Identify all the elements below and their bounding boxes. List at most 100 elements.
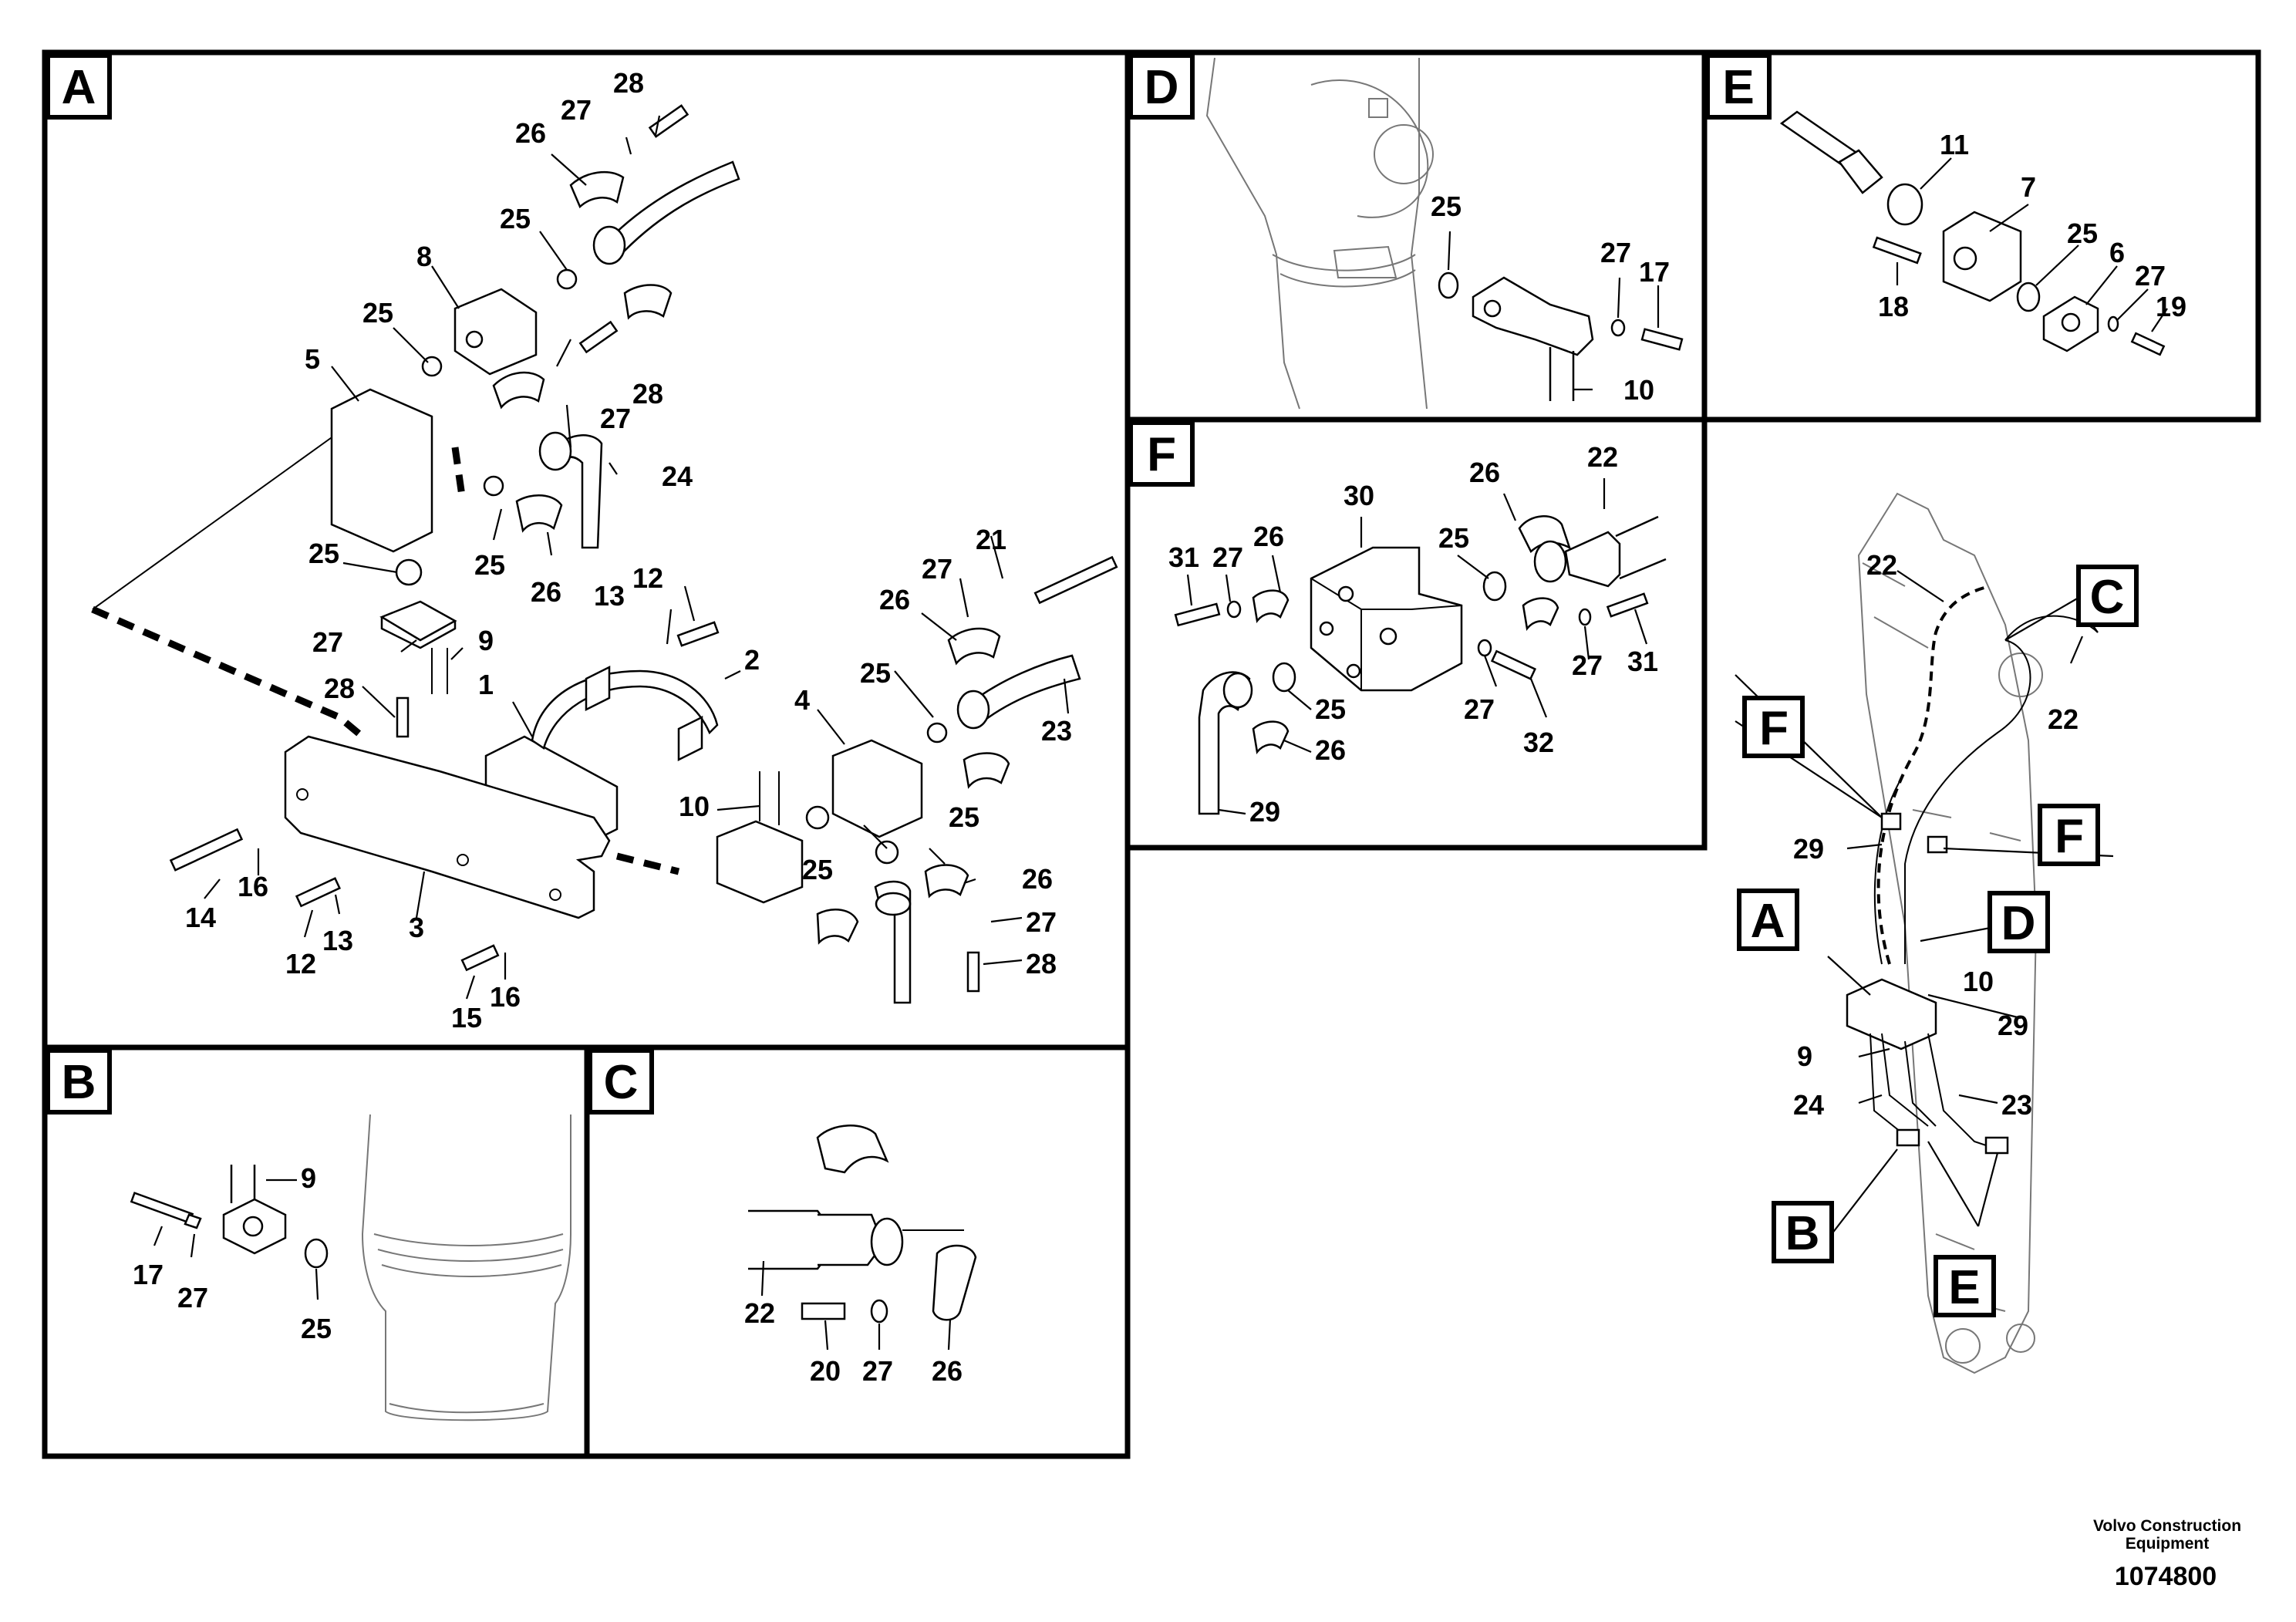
callout-16: 16 xyxy=(238,871,268,902)
svg-text:D: D xyxy=(2001,897,2036,950)
callout-13: 13 xyxy=(322,925,353,956)
split-flange-half xyxy=(932,1244,977,1321)
svg-text:F: F xyxy=(2055,810,2084,863)
overview-tag-e: E xyxy=(1934,1255,1996,1317)
callout-25: 25 xyxy=(1431,191,1462,222)
svg-text:E: E xyxy=(1722,61,1754,114)
washer-27 xyxy=(2107,315,2119,332)
callout-25: 25 xyxy=(362,297,393,329)
callout-12: 12 xyxy=(632,562,663,594)
panel-f-frame xyxy=(1124,416,1708,851)
grease-nipple xyxy=(1368,98,1388,118)
callout-26: 26 xyxy=(1469,457,1500,488)
hose-route xyxy=(1870,1033,1998,1150)
callout-27: 27 xyxy=(1464,693,1495,725)
leader-lines xyxy=(153,1179,319,1300)
port-hole xyxy=(2061,312,2081,332)
bolt-12 xyxy=(676,621,720,647)
o-ring-25 xyxy=(304,1238,329,1269)
split-flange-half xyxy=(569,171,625,209)
hose-end-fitting xyxy=(818,1213,881,1266)
callout-24: 24 xyxy=(1793,1089,1824,1121)
o-ring-25 xyxy=(556,268,578,290)
block-4 xyxy=(831,739,923,838)
callout-22: 22 xyxy=(1587,441,1618,473)
svg-text:F: F xyxy=(1759,702,1789,755)
o-ring-25 xyxy=(483,475,504,497)
bolt-hole xyxy=(549,889,561,901)
callout-27: 27 xyxy=(2135,260,2166,292)
split-flange-half xyxy=(623,284,673,320)
block-8 xyxy=(453,288,538,376)
callout-15: 15 xyxy=(451,1002,482,1034)
overview-drawing: C F F A D B E 22 22 29 10 29 xyxy=(1735,492,2139,1374)
svg-text:A: A xyxy=(62,61,96,114)
boom-pin xyxy=(1945,1328,1981,1364)
o-ring-25 xyxy=(926,722,948,744)
split-flange-half xyxy=(816,909,859,945)
split-flange-half xyxy=(924,864,969,899)
overview-tag-b: B xyxy=(1772,1201,1834,1263)
hose-22 xyxy=(748,1209,831,1270)
panel-a-drawing xyxy=(91,104,1118,1004)
callout-13: 13 xyxy=(594,580,625,612)
panel-tag-e: E xyxy=(1705,53,1772,120)
hose-22 xyxy=(1615,515,1667,580)
port-hole xyxy=(1337,585,1354,602)
panel-tags: A B C D E F xyxy=(46,53,1772,1114)
bolt-31 xyxy=(1174,602,1221,627)
flange-fitting xyxy=(870,1217,904,1266)
callout-28: 28 xyxy=(613,67,644,99)
split-flange-half xyxy=(1252,720,1290,754)
port-hole xyxy=(1953,246,1977,271)
overview-tag-d: D xyxy=(1988,891,2050,953)
block-7 xyxy=(1942,211,2022,302)
washer-27 xyxy=(1226,600,1242,619)
panel-e-frame xyxy=(1701,49,2261,423)
block-30 xyxy=(1310,546,1463,692)
svg-text:F: F xyxy=(1147,428,1176,481)
washer-27 xyxy=(184,1213,202,1229)
panel-tag-a: A xyxy=(46,53,112,120)
bolt-15 xyxy=(460,944,500,972)
callout-29: 29 xyxy=(1998,1010,2028,1041)
bracket-overview xyxy=(1846,978,1937,1050)
panel-tag-f: F xyxy=(1128,420,1195,487)
svg-text:B: B xyxy=(62,1056,96,1109)
clamp-ear xyxy=(677,715,703,762)
fitting xyxy=(1927,835,1948,854)
callout-25: 25 xyxy=(301,1313,332,1344)
o-ring-25 xyxy=(875,840,899,865)
port-hole xyxy=(242,1216,264,1237)
split-flange-half xyxy=(816,1125,889,1174)
fitting xyxy=(1896,1128,1920,1147)
leader-lines xyxy=(1735,570,2114,1235)
callout-31: 31 xyxy=(1627,646,1658,677)
adapter-11 xyxy=(1886,183,1923,226)
callout-10: 10 xyxy=(679,791,710,822)
callout-24: 24 xyxy=(662,460,693,492)
port-hole xyxy=(1346,663,1361,679)
hose-10 xyxy=(1549,347,1575,401)
callout-2: 2 xyxy=(744,644,760,676)
hose-route xyxy=(1873,615,2099,965)
block-5 xyxy=(330,388,433,553)
callout-26: 26 xyxy=(531,576,561,608)
callout-4: 4 xyxy=(794,684,810,716)
callout-20: 20 xyxy=(810,1355,841,1387)
callout-27: 27 xyxy=(1572,649,1603,681)
hose-9 xyxy=(230,1165,256,1203)
callout-12: 12 xyxy=(285,948,316,980)
cylinder-rings xyxy=(373,1233,564,1277)
bolt-28 xyxy=(578,320,619,354)
cylinder-rings xyxy=(1272,254,1416,288)
washer-27 xyxy=(1578,608,1592,626)
hose-route-dashed xyxy=(1876,585,1991,965)
cylinder-rings xyxy=(389,1403,544,1414)
panel-d-drawing: 25 27 17 10 xyxy=(1205,57,1684,410)
fitting xyxy=(1984,1136,2009,1155)
panel-d-frame xyxy=(1124,49,1708,423)
hose-23 xyxy=(970,654,1081,723)
bolt-hole xyxy=(457,854,469,866)
bolt-28 xyxy=(648,104,689,138)
